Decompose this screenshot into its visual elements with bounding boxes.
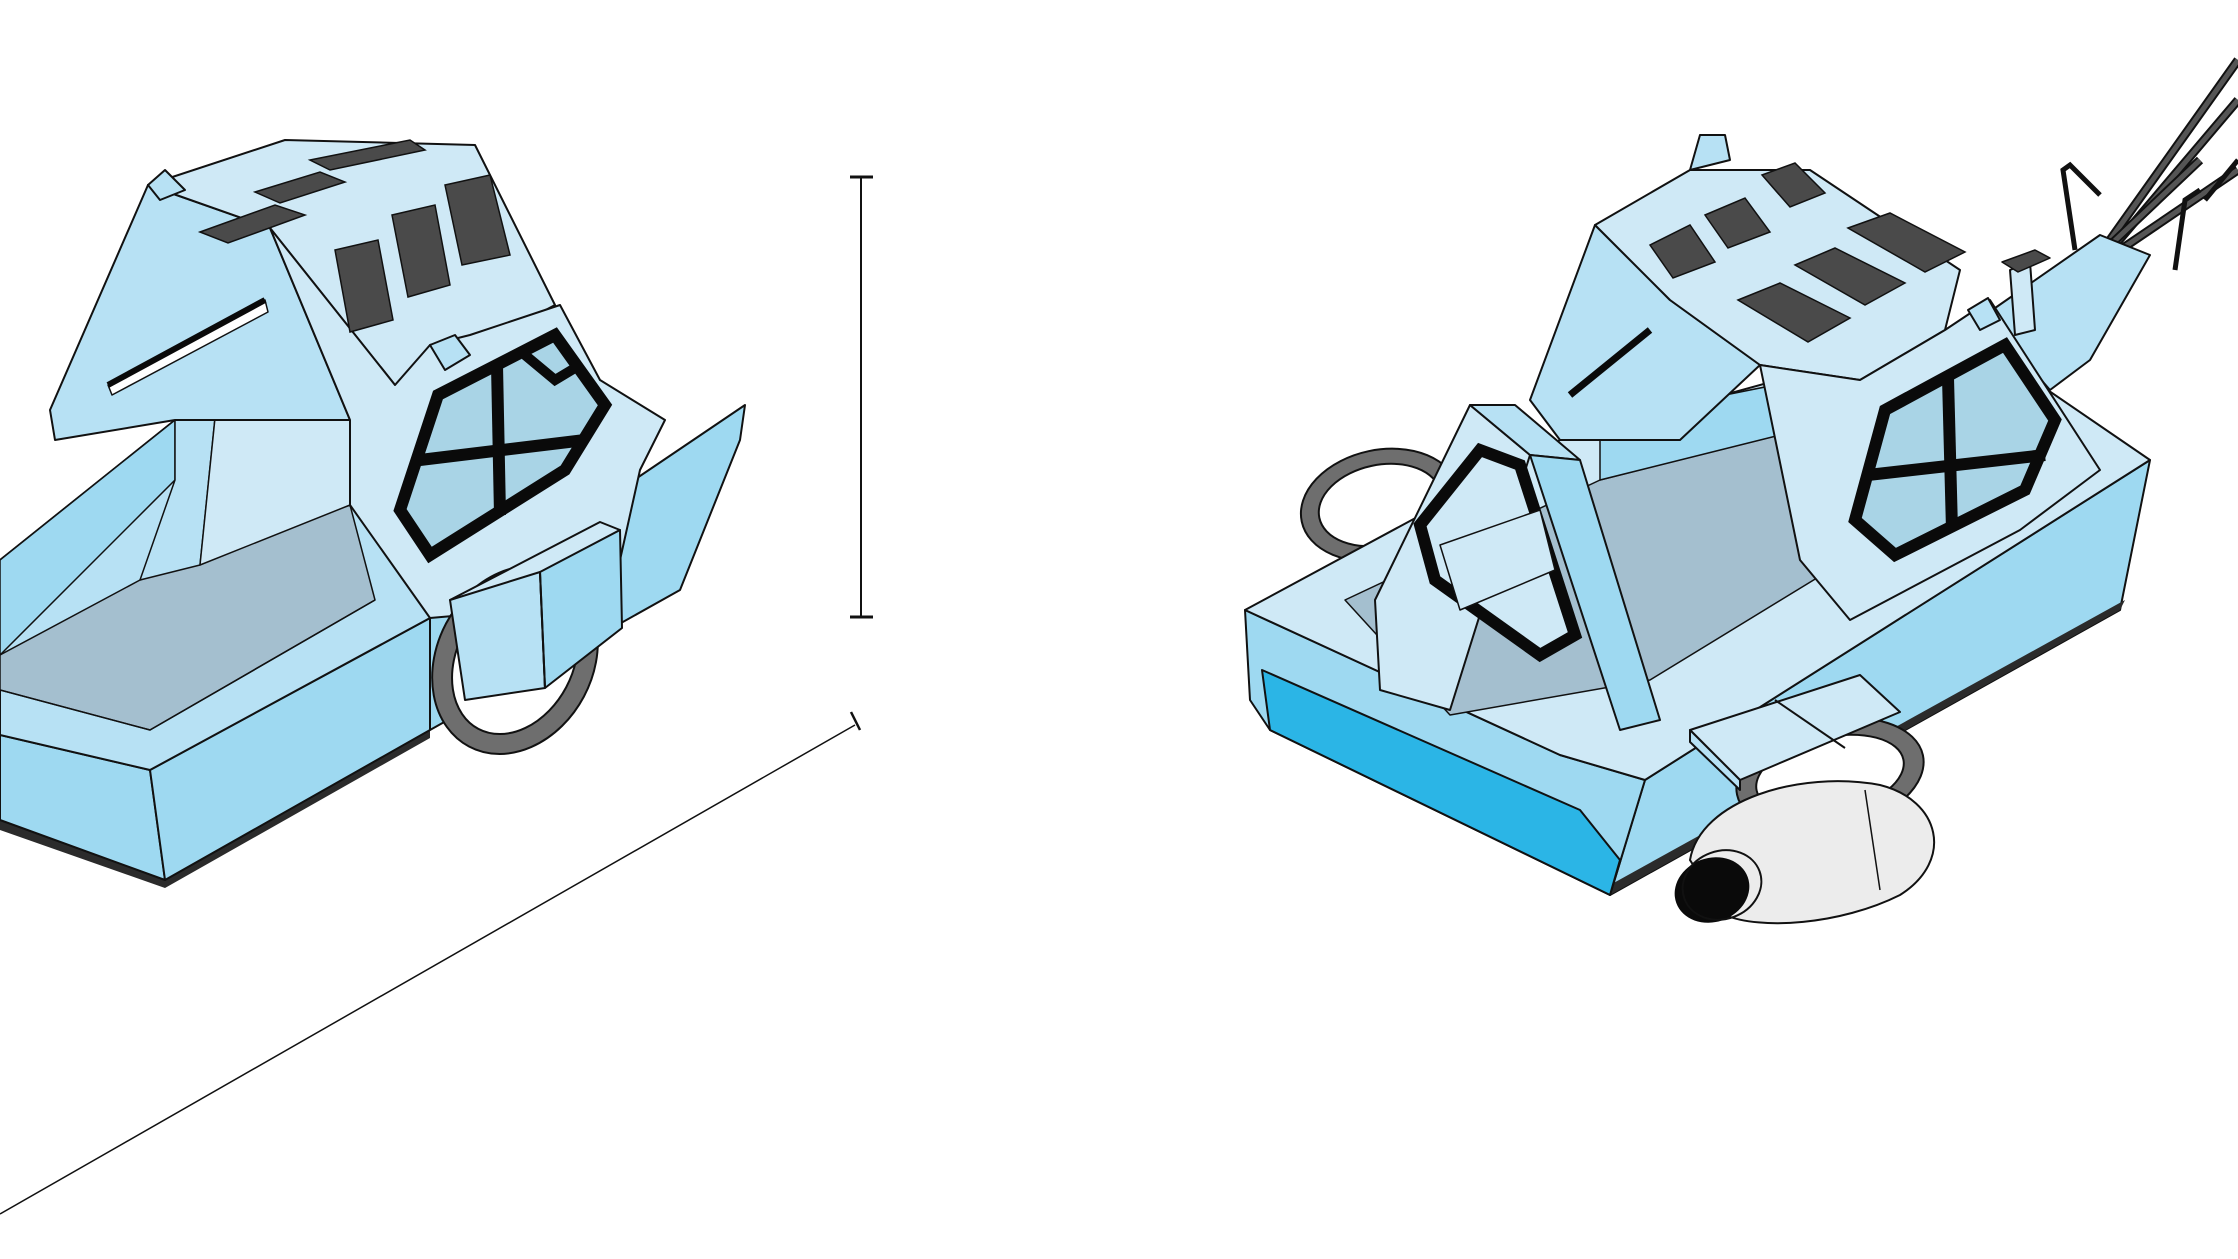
roof-fin-left [147, 169, 186, 201]
engine-body [1688, 780, 1936, 925]
window-icon [1848, 337, 2062, 563]
solar-panel-icon [391, 204, 451, 298]
hex-window-mullion-v [491, 364, 506, 516]
solar-panel-icon [1760, 162, 1827, 208]
hex-window-frame [1848, 337, 2062, 563]
roof-fin-left [1689, 134, 1731, 171]
engine-seam [1864, 789, 1881, 891]
roof-fin-right [1967, 297, 2001, 331]
fender-seam [1774, 699, 1846, 749]
hex-window-mullion-h [419, 434, 586, 466]
length-dimension [0, 711, 862, 1215]
side-isometric-view [0, 139, 746, 888]
hex-window-mullion-h [1867, 449, 2046, 481]
rear-isometric-view [1244, 57, 2238, 925]
window-latch [521, 351, 578, 387]
roof-fin-right [429, 334, 471, 371]
solar-panel-icon [1846, 212, 1967, 273]
tail-mast [2009, 261, 2036, 336]
solar-panel-icon [1793, 247, 1907, 306]
fender-seam [539, 571, 546, 689]
hull-rear-band [1261, 669, 1621, 896]
window-icon [393, 327, 613, 564]
rear-arch-window-frame [1413, 442, 1583, 663]
solar-panel-icon [444, 174, 511, 266]
fender-front [1689, 729, 1741, 791]
solar-panel-icon [1736, 282, 1852, 343]
solar-panel-icon [197, 204, 308, 244]
solar-panel-icon [1648, 224, 1717, 279]
solar-panel-icon [334, 239, 394, 333]
side-window-frame [1567, 327, 1653, 398]
engine-nozzle [1674, 857, 1750, 923]
hull-front-edge [0, 599, 376, 731]
antenna-icon [2060, 57, 2238, 271]
solar-panel-icon [252, 171, 348, 204]
engine-nozzle-rim [1681, 849, 1763, 921]
hex-window-frame [393, 327, 613, 564]
rear-seat-block [1439, 509, 1556, 611]
hex-window-mullion-v [1942, 377, 1958, 531]
height-dimension [850, 175, 873, 619]
hull-bottom-shadow [0, 728, 430, 888]
side-window-frame [106, 297, 267, 388]
solar-panel-icon [1703, 197, 1772, 249]
tail-mast-cap [2001, 249, 2051, 273]
rear-arch-right [1529, 454, 1661, 731]
solar-panel-icon [307, 139, 427, 171]
